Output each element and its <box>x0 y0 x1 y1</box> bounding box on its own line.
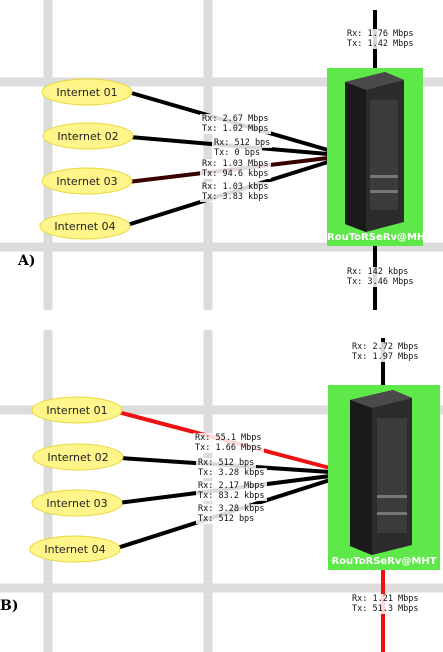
link-2-rx: Rx: 512 bps <box>196 458 257 468</box>
link-2-tx: Tx: 3.28 kbps <box>196 468 267 478</box>
link-3-tx: Tx: 83.2 kbps <box>196 491 267 501</box>
cloud-shapes <box>39 78 134 240</box>
cloud-label-internet-02: Internet 02 <box>47 451 109 464</box>
bottom-link-rx: Rx: 1.21 Mbps <box>350 594 421 604</box>
cloud-label-internet-03: Internet 03 <box>46 497 108 510</box>
bottom-link-rx: Rx: 142 kbps <box>345 267 411 277</box>
link-3-rx: Rx: 2.17 Mbps <box>196 481 267 491</box>
link-4-tx: Tx: 512 bps <box>196 514 257 524</box>
link-4-rx: Rx: 1.03 kbps <box>200 182 271 192</box>
diagram-panel-b: Internet 01 Internet 02 Internet 03 Inte… <box>0 330 443 652</box>
cloud-label-internet-03: Internet 03 <box>56 175 118 188</box>
top-link-rx: Rx: 2.72 Mbps <box>350 342 421 352</box>
cloud-label-internet-01: Internet 01 <box>56 86 118 99</box>
server-rack-icon <box>345 72 404 232</box>
link-1-tx: Tx: 1.66 Mbps <box>193 443 264 453</box>
diagram-panel-a: Internet 01 Internet 02 Internet 03 Inte… <box>0 0 443 320</box>
link-1-tx: Tx: 1.02 Mbps <box>200 124 271 134</box>
top-link-tx: Tx: 1.97 Mbps <box>350 352 421 362</box>
cloud-label-internet-02: Internet 02 <box>57 130 119 143</box>
router-label: RouToRSeRv@MHT <box>331 556 437 567</box>
bottom-link-tx: Tx: 51.3 Mbps <box>350 604 421 614</box>
link-1-rx: Rx: 55.1 Mbps <box>193 433 264 443</box>
link-4-rx: Rx: 3.28 kbps <box>196 504 267 514</box>
link-2-rx: Rx: 512 bps <box>212 138 273 148</box>
top-link-rx: Rx: 1.76 Mbps <box>345 29 416 39</box>
cloud-label-internet-01: Internet 01 <box>46 404 108 417</box>
bottom-link-tx: Tx: 3.46 Mbps <box>345 277 416 287</box>
link-2-tx: Tx: 0 bps <box>212 148 263 158</box>
cloud-label-internet-04: Internet 04 <box>54 220 116 233</box>
link-3-rx: Rx: 1.03 Mbps <box>200 159 271 169</box>
panel-b-graphics <box>0 330 443 652</box>
panel-a-graphics <box>0 0 443 310</box>
panel-tag: B) <box>0 598 19 614</box>
link-3-tx: Tx: 94.6 kbps <box>200 169 271 179</box>
cloud-label-internet-04: Internet 04 <box>44 543 106 556</box>
cloud-shapes <box>29 396 124 563</box>
top-link-tx: Tx: 1.42 Mbps <box>345 39 416 49</box>
link-1-rx: Rx: 2.67 Mbps <box>200 114 271 124</box>
link-4-tx: Tx: 3.83 kbps <box>200 192 271 202</box>
server-rack-icon <box>350 390 412 555</box>
panel-tag: A) <box>18 253 36 269</box>
router-label: RouToRSeRv@MHT <box>327 232 433 243</box>
